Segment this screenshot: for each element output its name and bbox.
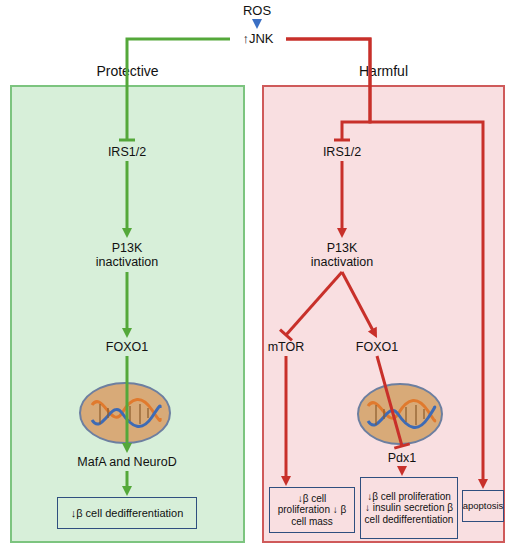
pathway-step: P13K inactivation: [297, 239, 387, 271]
node-text: mTOR: [268, 340, 305, 354]
connector-line: [285, 356, 288, 478]
connector: [252, 19, 262, 29]
trigger-label: ROS: [232, 2, 282, 20]
pathway-step: P13K inactivation: [82, 239, 172, 271]
outcome-box: ↓β cell proliferation ↓ insulin secretio…: [360, 477, 458, 539]
connector-line: [341, 161, 344, 230]
node-text: IRS1/2: [323, 145, 361, 159]
pathway-step: IRS1/2: [307, 144, 377, 160]
kinase-label: ↑JNK: [230, 30, 286, 48]
connector-line: [126, 161, 129, 230]
node-text: ↓β cell proliferation ↓ insulin secretio…: [364, 491, 454, 526]
pathway-step: FOXO1: [347, 339, 407, 355]
node-text: ↓β cell proliferation ↓ β cell mass: [273, 493, 351, 528]
node-text: apoptosis: [463, 501, 504, 512]
pathway-panel: HarmfulIRS1/2P13K inactivationmTORFOXO1P…: [262, 85, 505, 543]
node-text: FOXO1: [356, 340, 398, 354]
arrow-head: [252, 19, 262, 29]
pathway-step: IRS1/2: [92, 144, 162, 160]
node-text: ↑JNK: [242, 32, 273, 47]
node-text: FOXO1: [106, 340, 148, 354]
outcome-box: apoptosis: [462, 490, 504, 522]
outcome-box: ↓β cell proliferation ↓ β cell mass: [269, 487, 355, 533]
node-text: ROS: [243, 4, 271, 19]
node-text: MafA and NeuroD: [77, 455, 176, 469]
node-text: IRS1/2: [108, 145, 146, 159]
nucleus-left: [80, 383, 170, 443]
connector-line: [126, 356, 129, 445]
node-text: P13K inactivation: [297, 241, 387, 270]
node-text: ↓β cell dedifferentiation: [71, 507, 184, 520]
pathway-step: mTOR: [264, 339, 308, 355]
outcome-box: ↓β cell dedifferentiation: [57, 497, 197, 529]
connector-line: [126, 272, 129, 330]
inhibit-bar: [334, 139, 350, 142]
pathway-step: MafA and NeuroD: [62, 454, 192, 470]
panel-heading: Harmful: [264, 63, 503, 79]
connector-line: [126, 471, 129, 488]
node-text: Pdx1: [388, 451, 417, 465]
inhibit-bar: [119, 139, 135, 142]
pathway-step: Pdx1: [382, 450, 422, 466]
node-text: P13K inactivation: [82, 241, 172, 270]
pathway-step: FOXO1: [97, 339, 157, 355]
